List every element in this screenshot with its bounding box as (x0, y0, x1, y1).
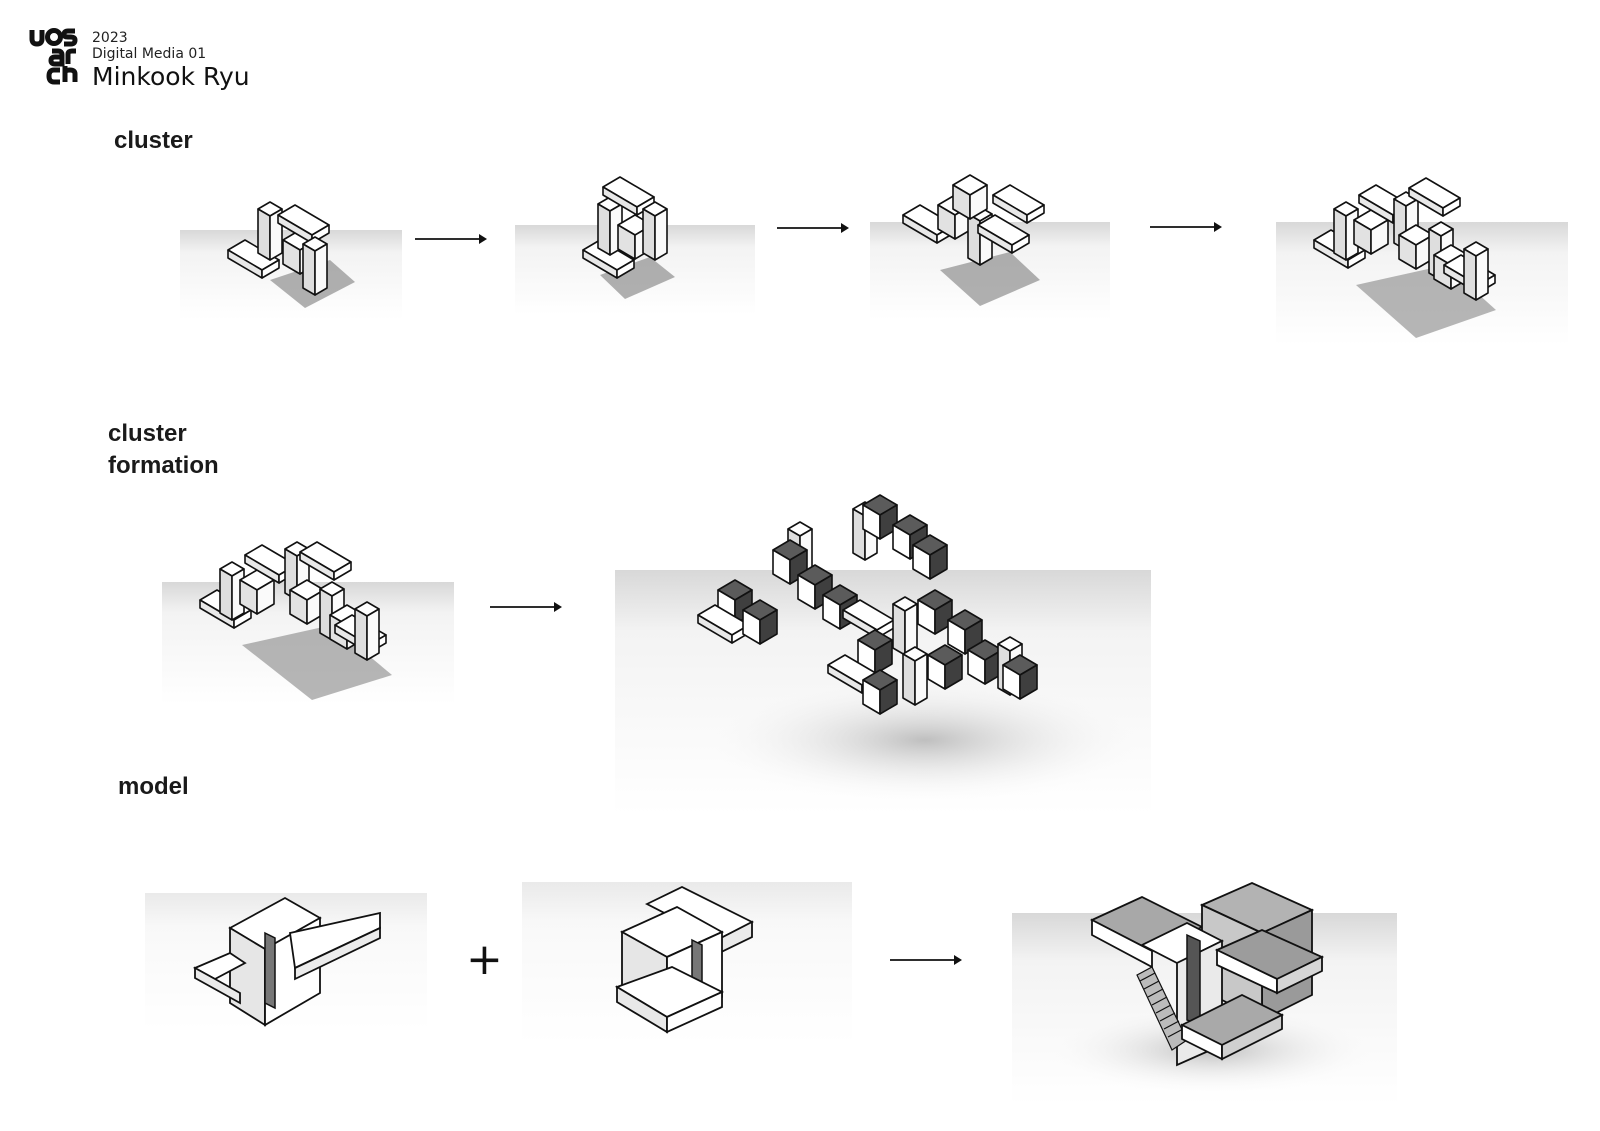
year-label: 2023 (92, 30, 128, 46)
author-name: Minkook Ryu (92, 62, 250, 92)
uos-arch-logo (28, 26, 80, 88)
course-label: Digital Media 01 (92, 46, 207, 63)
cluster-step-1-render (180, 170, 402, 320)
cluster-formation-input-render (162, 530, 454, 705)
section-title-cluster: cluster (114, 127, 193, 154)
arrow-right-icon (777, 221, 849, 235)
plus-symbol: + (466, 934, 503, 985)
arrow-right-icon (890, 953, 962, 967)
project-meta: 2023 Digital Media 01 Minkook Ryu (92, 30, 250, 92)
section-title-model: model (118, 773, 189, 800)
model-part-b-render (522, 882, 852, 1045)
section-title-cluster-formation-line1: cluster (108, 420, 187, 447)
cluster-step-3-render (870, 170, 1110, 320)
model-combined-render (1012, 875, 1397, 1105)
cluster-step-2-render (515, 165, 755, 315)
arrow-right-icon (490, 600, 562, 614)
arrow-right-icon (415, 232, 487, 246)
cluster-step-4-render (1276, 170, 1568, 345)
section-title-cluster-formation-line2: formation (108, 452, 219, 479)
model-part-a-render (145, 893, 427, 1031)
cluster-formation-output-render (615, 490, 1151, 815)
arrow-right-icon (1150, 220, 1222, 234)
